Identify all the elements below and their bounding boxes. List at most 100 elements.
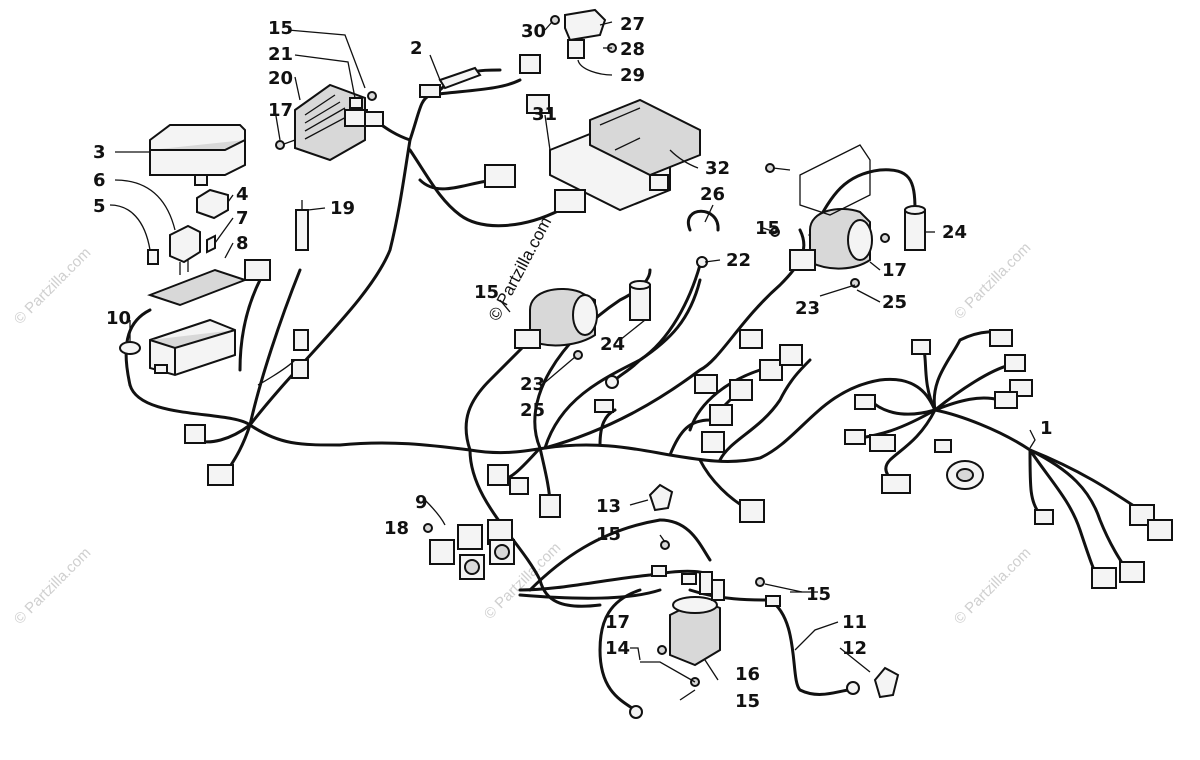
screw: [573, 350, 583, 360]
connector: [739, 499, 765, 523]
callout-22: 22: [726, 250, 751, 271]
leader-lines: [109, 21, 1036, 701]
callout-21: 21: [268, 44, 293, 65]
callout-8: 8: [236, 233, 249, 254]
callout-32: 32: [705, 158, 730, 179]
relay-assembly: [429, 519, 515, 580]
callout-15: 15: [735, 691, 760, 712]
connector: [934, 439, 952, 453]
connector: [1004, 354, 1026, 372]
nut-small: [550, 15, 560, 25]
connector: [994, 391, 1018, 409]
nut-small: [367, 91, 377, 101]
indicator-lamp: [946, 460, 984, 490]
connector: [1147, 519, 1173, 541]
connector: [701, 431, 725, 453]
callout-10: 10: [106, 308, 131, 329]
callout-15: 15: [806, 584, 831, 605]
watermark-faint: © Partzilla.com: [951, 239, 1034, 322]
fuse-blade: [147, 249, 159, 265]
callout-30: 30: [521, 21, 546, 42]
ground-cable: [605, 256, 708, 389]
connector: [184, 424, 206, 444]
terminal-eyelet: [681, 573, 697, 585]
connector: [739, 329, 763, 349]
callout-labels: 1 2 3 4 5 6 7 8 9 10 11 12 13 14 15 15 1…: [93, 14, 1053, 712]
connector: [1091, 567, 1117, 589]
callout-25: 25: [882, 292, 907, 313]
terminal-eyelet: [765, 595, 781, 607]
callout-14: 14: [605, 638, 630, 659]
cable-ring-terminal: [846, 681, 860, 695]
relay-small: [196, 188, 229, 220]
voltage-regulator: [294, 83, 384, 162]
ignition-coil: [514, 288, 598, 349]
connector: [759, 359, 783, 381]
nut-small: [765, 163, 775, 173]
callout-6: 6: [93, 170, 106, 191]
fuse-mini: [206, 234, 216, 254]
spark-plug-cap: [904, 205, 926, 251]
callout-15: 15: [474, 282, 499, 303]
watermark-faint: © Partzilla.com: [951, 544, 1034, 627]
terminal-boot: [648, 483, 674, 512]
connector: [1034, 509, 1054, 525]
callout-12: 12: [842, 638, 867, 659]
connector: [881, 474, 911, 494]
connector: [519, 54, 541, 74]
screw: [657, 645, 667, 655]
temperature-sensor: [291, 200, 309, 379]
nut-small: [660, 540, 670, 550]
callout-15: 15: [268, 18, 293, 39]
callout-24: 24: [600, 334, 625, 355]
callout-27: 27: [620, 14, 645, 35]
screw: [423, 523, 433, 533]
callout-20: 20: [268, 68, 293, 89]
connector: [509, 477, 529, 495]
callout-16: 16: [735, 664, 760, 685]
callout-31: 31: [532, 104, 557, 125]
callout-4: 4: [236, 184, 249, 205]
fuse-box: [149, 318, 236, 377]
callout-5: 5: [93, 196, 106, 217]
connector: [911, 339, 931, 355]
callout-19: 19: [330, 198, 355, 219]
relay-large: [169, 224, 201, 275]
screw: [275, 139, 296, 150]
ecu-connector: [484, 164, 516, 188]
connector: [594, 399, 614, 413]
callout-18: 18: [384, 518, 409, 539]
callout-13: 13: [596, 496, 621, 517]
callout-17: 17: [605, 612, 630, 633]
connector: [539, 494, 561, 518]
terminal-boot: [873, 666, 900, 699]
callout-15: 15: [596, 524, 621, 545]
mounting-bracket: [564, 8, 607, 59]
connector: [487, 464, 509, 486]
connector: [709, 404, 733, 426]
callout-17: 17: [268, 100, 293, 121]
connector: [779, 344, 803, 366]
watermark-faint: © Partzilla.com: [11, 544, 94, 627]
connector: [207, 464, 234, 486]
starter-motor: [799, 144, 871, 216]
cable-ring-terminal: [629, 705, 643, 719]
callout-24: 24: [942, 222, 967, 243]
callout-25: 25: [520, 400, 545, 421]
circuit-board: [147, 259, 271, 307]
connector: [869, 434, 896, 452]
watermark-faint: © Partzilla.com: [11, 244, 94, 327]
hose-clamp: [686, 209, 720, 232]
fuse-box-cover: [149, 124, 246, 186]
callout-2: 2: [410, 38, 423, 59]
connector: [844, 429, 866, 445]
ecu-module: [589, 98, 701, 177]
callout-29: 29: [620, 65, 645, 86]
ecu-connector: [554, 189, 586, 213]
callout-26: 26: [700, 184, 725, 205]
callout-9: 9: [415, 492, 428, 513]
starter-solenoid: [669, 571, 725, 667]
callout-28: 28: [620, 39, 645, 60]
callout-11: 11: [842, 612, 867, 633]
